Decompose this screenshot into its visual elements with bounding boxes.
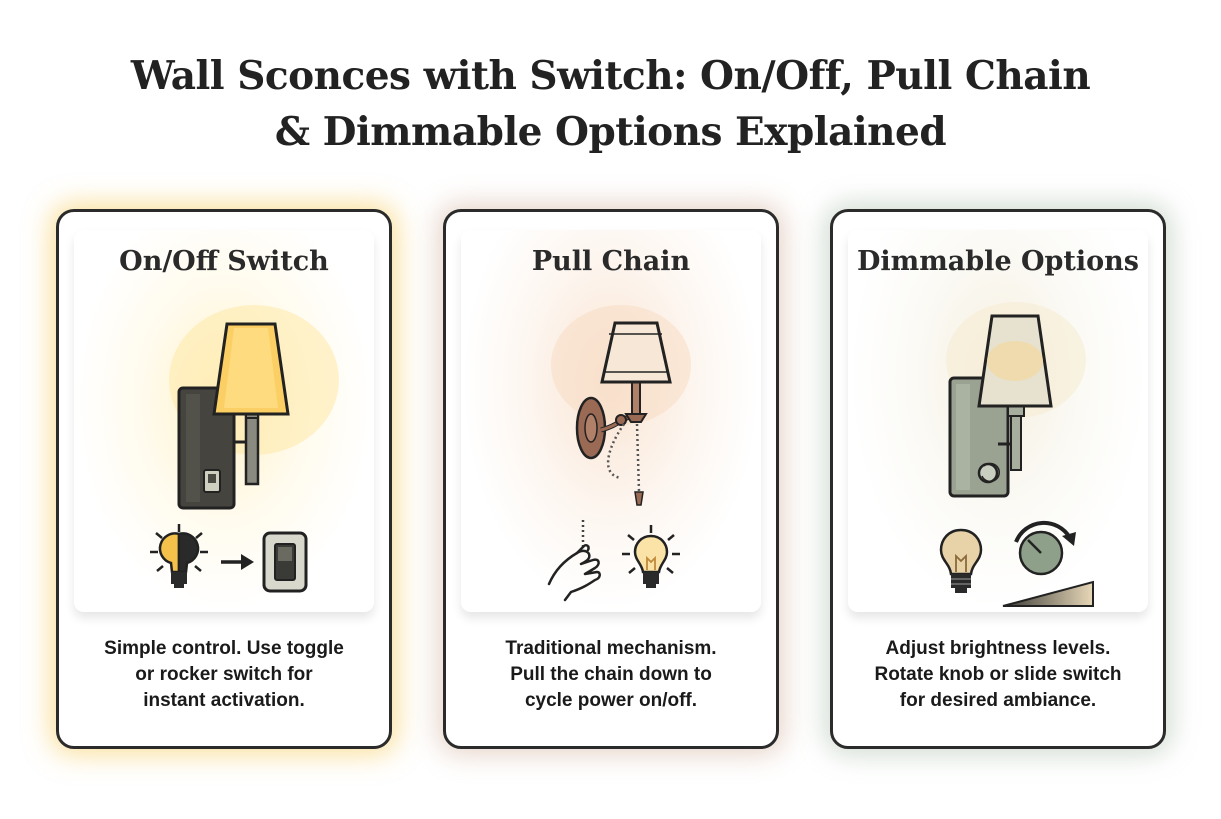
description-line: cycle power on/off. — [524, 690, 698, 711]
hand-pulling-chain-icon — [547, 520, 601, 602]
card-on-off-switch: On/Off Switch — [56, 209, 392, 749]
card-description: Traditional mechanism. Pull the chain do… — [454, 636, 768, 714]
description-line: instant activation. — [143, 690, 305, 711]
on-off-illustration — [150, 305, 339, 593]
lit-bulb-icon — [622, 525, 680, 588]
description-line: or rocker switch for — [135, 664, 313, 685]
description-line: Traditional mechanism. — [505, 638, 717, 659]
half-lit-bulb-icon — [150, 524, 208, 588]
page-title: Wall Sconces with Switch: On/Off, Pull C… — [0, 48, 1221, 160]
dimmable-illustration — [939, 302, 1094, 607]
description-line: Pull the chain down to — [510, 664, 712, 685]
dim-bulb-icon — [939, 528, 983, 593]
brightness-slider-icon — [1002, 580, 1094, 607]
description-line: Adjust brightness levels. — [885, 638, 1111, 659]
arrow-right-icon — [221, 554, 254, 570]
wall-sconce-icon — [177, 322, 290, 510]
title-line-1: Wall Sconces with Switch: On/Off, Pull C… — [130, 53, 1091, 99]
rocker-switch-icon — [262, 531, 308, 593]
card-heading: On/Off Switch — [119, 246, 329, 277]
card-dimmable-options: Dimmable Options — [830, 209, 1166, 749]
card-description: Simple control. Use toggle or rocker swi… — [67, 636, 381, 714]
card-heading: Dimmable Options — [857, 246, 1139, 277]
rotary-knob-icon — [1014, 520, 1076, 576]
title-line-2: & Dimmable Options Explained — [274, 109, 947, 155]
card-description: Adjust brightness levels. Rotate knob or… — [841, 636, 1155, 714]
dimmable-sconce-icon — [948, 314, 1053, 498]
description-line: Rotate knob or slide switch — [874, 664, 1122, 685]
description-line: for desired ambiance. — [899, 690, 1097, 711]
pull-chain-sconce-icon — [575, 321, 672, 506]
pull-chain-illustration — [547, 305, 691, 602]
card-pull-chain: Pull Chain — [443, 209, 779, 749]
card-heading: Pull Chain — [531, 246, 691, 277]
description-line: Simple control. Use toggle — [104, 638, 344, 659]
